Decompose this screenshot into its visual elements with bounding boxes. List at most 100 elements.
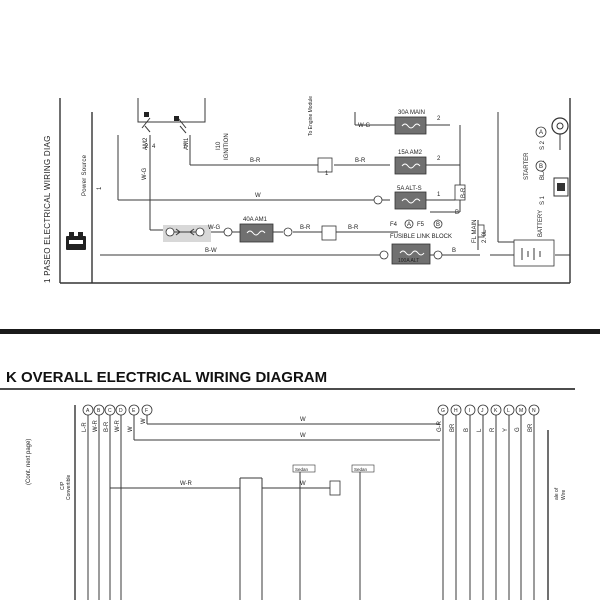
- right-wire-label: R: [490, 427, 496, 432]
- fuse-5a-alt-s: 5A ALT-S: [394, 186, 427, 210]
- starter-terminal-icon: [551, 117, 569, 150]
- horizontal-wire-label: W: [300, 481, 306, 487]
- pin-label: 7: [183, 144, 187, 150]
- small-label: Sedan: [354, 467, 368, 472]
- wire-label: B-W: [205, 248, 217, 254]
- fuse-40a-am1: 40A AM1: [239, 217, 274, 243]
- ignition-label: IGNITION: [224, 133, 230, 160]
- page-marker: 1: [97, 186, 103, 190]
- left-connector-label: D: [119, 408, 123, 414]
- fuse-label: 40A AM1: [243, 217, 268, 223]
- small-label: Convertible: [66, 474, 72, 500]
- fuse-15a-am2: 15A AM2: [394, 150, 427, 175]
- ignition-code: I10: [216, 141, 222, 150]
- wire-label: W-G: [358, 123, 371, 129]
- page-heading: K OVERALL ELECTRICAL WIRING DIAGRAM: [6, 369, 327, 386]
- wire-label: B-R: [461, 187, 467, 198]
- bottom-wires: [110, 423, 440, 600]
- battery-label: BATTERY: [538, 210, 544, 237]
- left-wire-label: W-R: [115, 419, 121, 432]
- left-wire-label: L-R: [82, 422, 88, 432]
- right-connector-label: G: [441, 408, 445, 414]
- right-wire-label: Y: [503, 428, 509, 432]
- small-label: ale of: [554, 487, 560, 500]
- horizontal-wire-label: W: [300, 417, 306, 423]
- left-connector-row: [82, 404, 153, 600]
- left-wire-label: B-R: [104, 421, 110, 432]
- horizontal-wire-label: W-R: [180, 481, 193, 487]
- left-wire-label: W-R: [93, 419, 99, 432]
- fusible-link-right-letter: B: [436, 222, 440, 228]
- fusible-link-left-code: F4: [390, 222, 398, 228]
- fusible-link-spec: 2. 0L: [482, 229, 488, 243]
- pin-label: 4: [152, 144, 156, 150]
- right-wire-label: G: [515, 427, 521, 432]
- left-connector-label: F: [145, 408, 148, 414]
- wire-label: B: [452, 248, 456, 254]
- pin-label: 2: [145, 144, 149, 150]
- starter-connector-a: A: [539, 130, 543, 136]
- right-connector-label: H: [454, 408, 458, 414]
- section-divider: [0, 329, 600, 334]
- right-connector-label: L: [507, 408, 510, 414]
- pin-label: 2: [437, 156, 441, 162]
- small-label: C/P: [60, 481, 66, 490]
- wire-label: B-R: [250, 158, 261, 164]
- starter-connector-b: B: [539, 164, 543, 170]
- wire-label: B-R: [300, 225, 311, 231]
- left-connector-label: A: [86, 408, 90, 414]
- starter-connector-icon: [553, 177, 569, 197]
- right-wire-label: BR: [528, 423, 534, 432]
- fusible-link-block-label: FUSIBLE LINK BLOCK: [390, 234, 452, 240]
- right-connector-label: M: [519, 408, 523, 414]
- ignition-switch: [137, 98, 206, 210]
- right-wire-label: L: [477, 428, 483, 432]
- fuse-100a-alt: 100A ALT: [391, 243, 431, 265]
- horizontal-wire-label: W: [300, 433, 306, 439]
- wire-label: B-R: [348, 225, 359, 231]
- sedan-tag-1: [292, 464, 316, 473]
- fusible-link-left-letter: A: [407, 222, 411, 228]
- left-connector-label: E: [132, 408, 136, 414]
- starter-connector-a-circle: [535, 126, 547, 138]
- side-subtitle: Power Source: [82, 154, 88, 196]
- cont-next-page-note: (Cont. next page): [26, 439, 32, 485]
- starter-label: STARTER: [524, 152, 530, 180]
- top-diagram-frame: [59, 98, 571, 284]
- power-source-icon: [66, 232, 86, 250]
- wire-label: W-G: [208, 225, 221, 231]
- right-wire-label: BR: [450, 423, 456, 432]
- pin-label: 2: [437, 116, 441, 122]
- small-label: Wire: [561, 490, 567, 500]
- right-connector-label: J: [481, 408, 484, 414]
- fusible-link-right-code: F5: [417, 222, 425, 228]
- fuse-label: 5A ALT-S: [397, 186, 422, 192]
- sedan-tag-2: [351, 464, 375, 473]
- right-wire-label: B: [464, 428, 470, 432]
- left-connector-label: B: [97, 408, 101, 414]
- fuse-label: 30A MAIN: [398, 110, 425, 116]
- relay-label-am2: AM2: [143, 137, 149, 150]
- wire-label: W: [255, 193, 261, 199]
- starter-connector-b-circle: [535, 160, 547, 172]
- small-label: Sedan: [295, 467, 309, 472]
- starter-s2: S 2: [540, 140, 546, 150]
- wire-label-w-g-left: W-G: [142, 167, 148, 180]
- bottom-frame: [74, 405, 549, 600]
- left-wire-label: W: [141, 418, 147, 424]
- right-wire-label: G-R: [437, 420, 443, 432]
- pin-label: 1: [437, 192, 441, 198]
- right-connector-label: N: [532, 408, 536, 414]
- fuse-30a-main: 30A MAIN: [394, 110, 427, 135]
- connector-pins: [223, 157, 485, 260]
- wire-network: [100, 112, 570, 256]
- pin-label: 1: [325, 171, 329, 177]
- fuse-label: 15A AM2: [398, 150, 423, 156]
- wire-label: B-R: [355, 158, 366, 164]
- right-connector-label: K: [494, 408, 498, 414]
- wire-label: B: [455, 210, 459, 216]
- side-title: 1 PASEO ELECTRICAL WIRING DIAG: [43, 135, 52, 283]
- battery-symbol: [513, 239, 555, 267]
- right-connector-label: I: [469, 408, 470, 414]
